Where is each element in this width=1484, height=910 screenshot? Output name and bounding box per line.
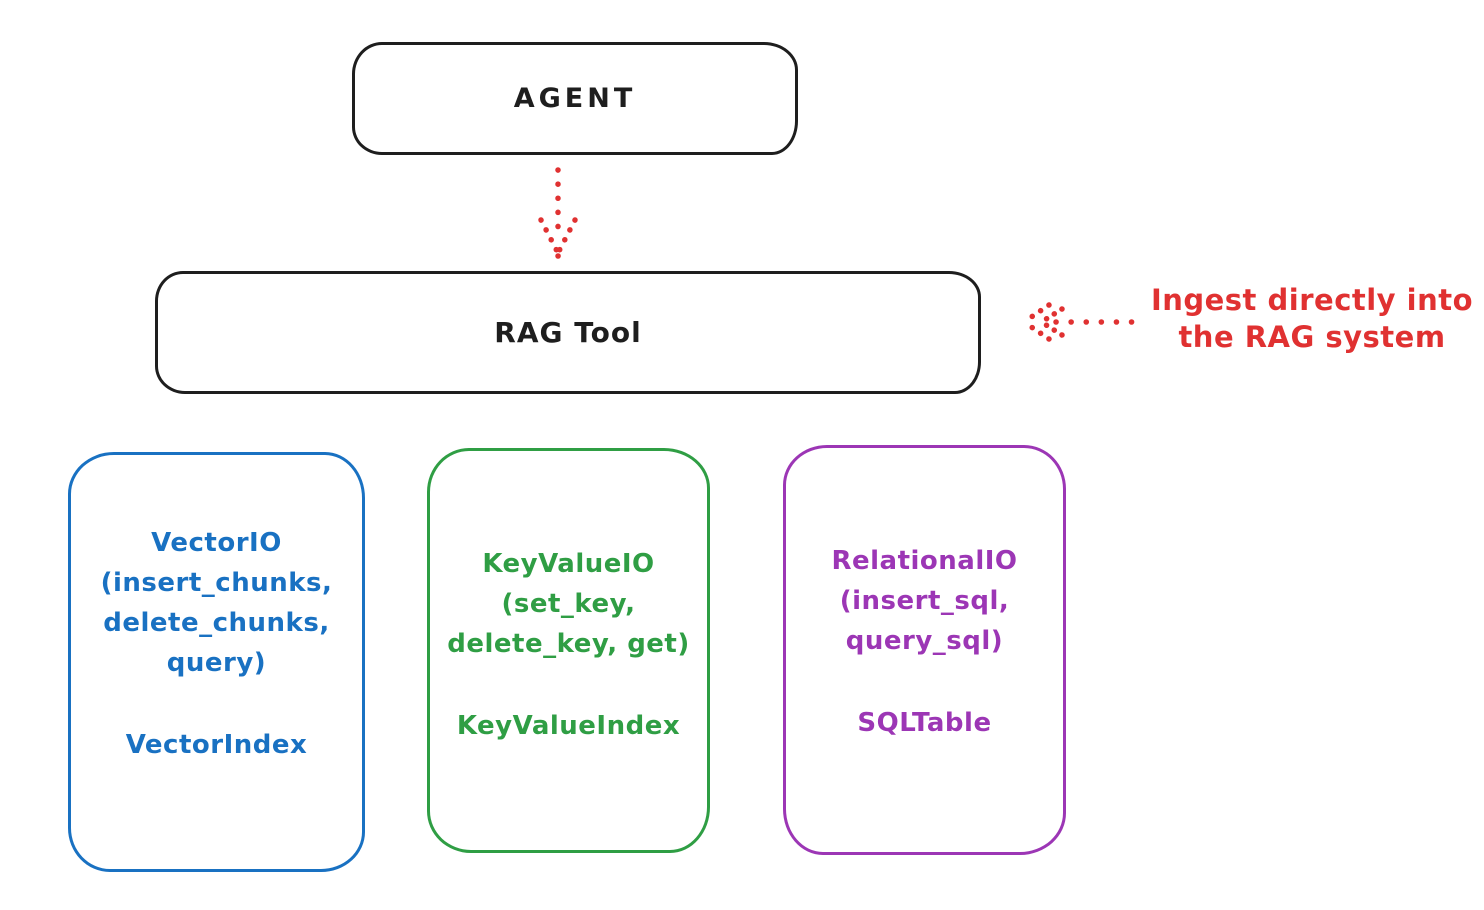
- agent-label: AGENT: [513, 83, 637, 114]
- vector-backend-box: VectorIO (insert_chunks, delete_chunks, …: [68, 452, 365, 872]
- rag-tool-label: RAG Tool: [494, 316, 642, 349]
- vector-index-label: VectorIndex: [125, 730, 308, 760]
- annotation-to-ragtool-arrow-icon: [1021, 302, 1135, 342]
- keyvalue-io-label: KeyValueIO (set_key, delete_key, get): [447, 549, 690, 659]
- relational-backend-box: RelationalIO (insert_sql, query_sql) SQL…: [783, 445, 1066, 855]
- keyvalue-index-label: KeyValueIndex: [456, 711, 681, 741]
- relational-io-label: RelationalIO (insert_sql, query_sql): [831, 546, 1018, 656]
- relational-index-label: SQLTable: [857, 708, 992, 738]
- agent-to-ragtool-arrow-icon: [538, 167, 578, 259]
- ingest-annotation: Ingest directly into the RAG system: [1150, 283, 1474, 354]
- agent-box: AGENT: [352, 42, 798, 155]
- rag-tool-box: RAG Tool: [155, 271, 981, 394]
- keyvalue-backend-box: KeyValueIO (set_key, delete_key, get) Ke…: [427, 448, 710, 853]
- vector-io-label: VectorIO (insert_chunks, delete_chunks, …: [100, 528, 333, 678]
